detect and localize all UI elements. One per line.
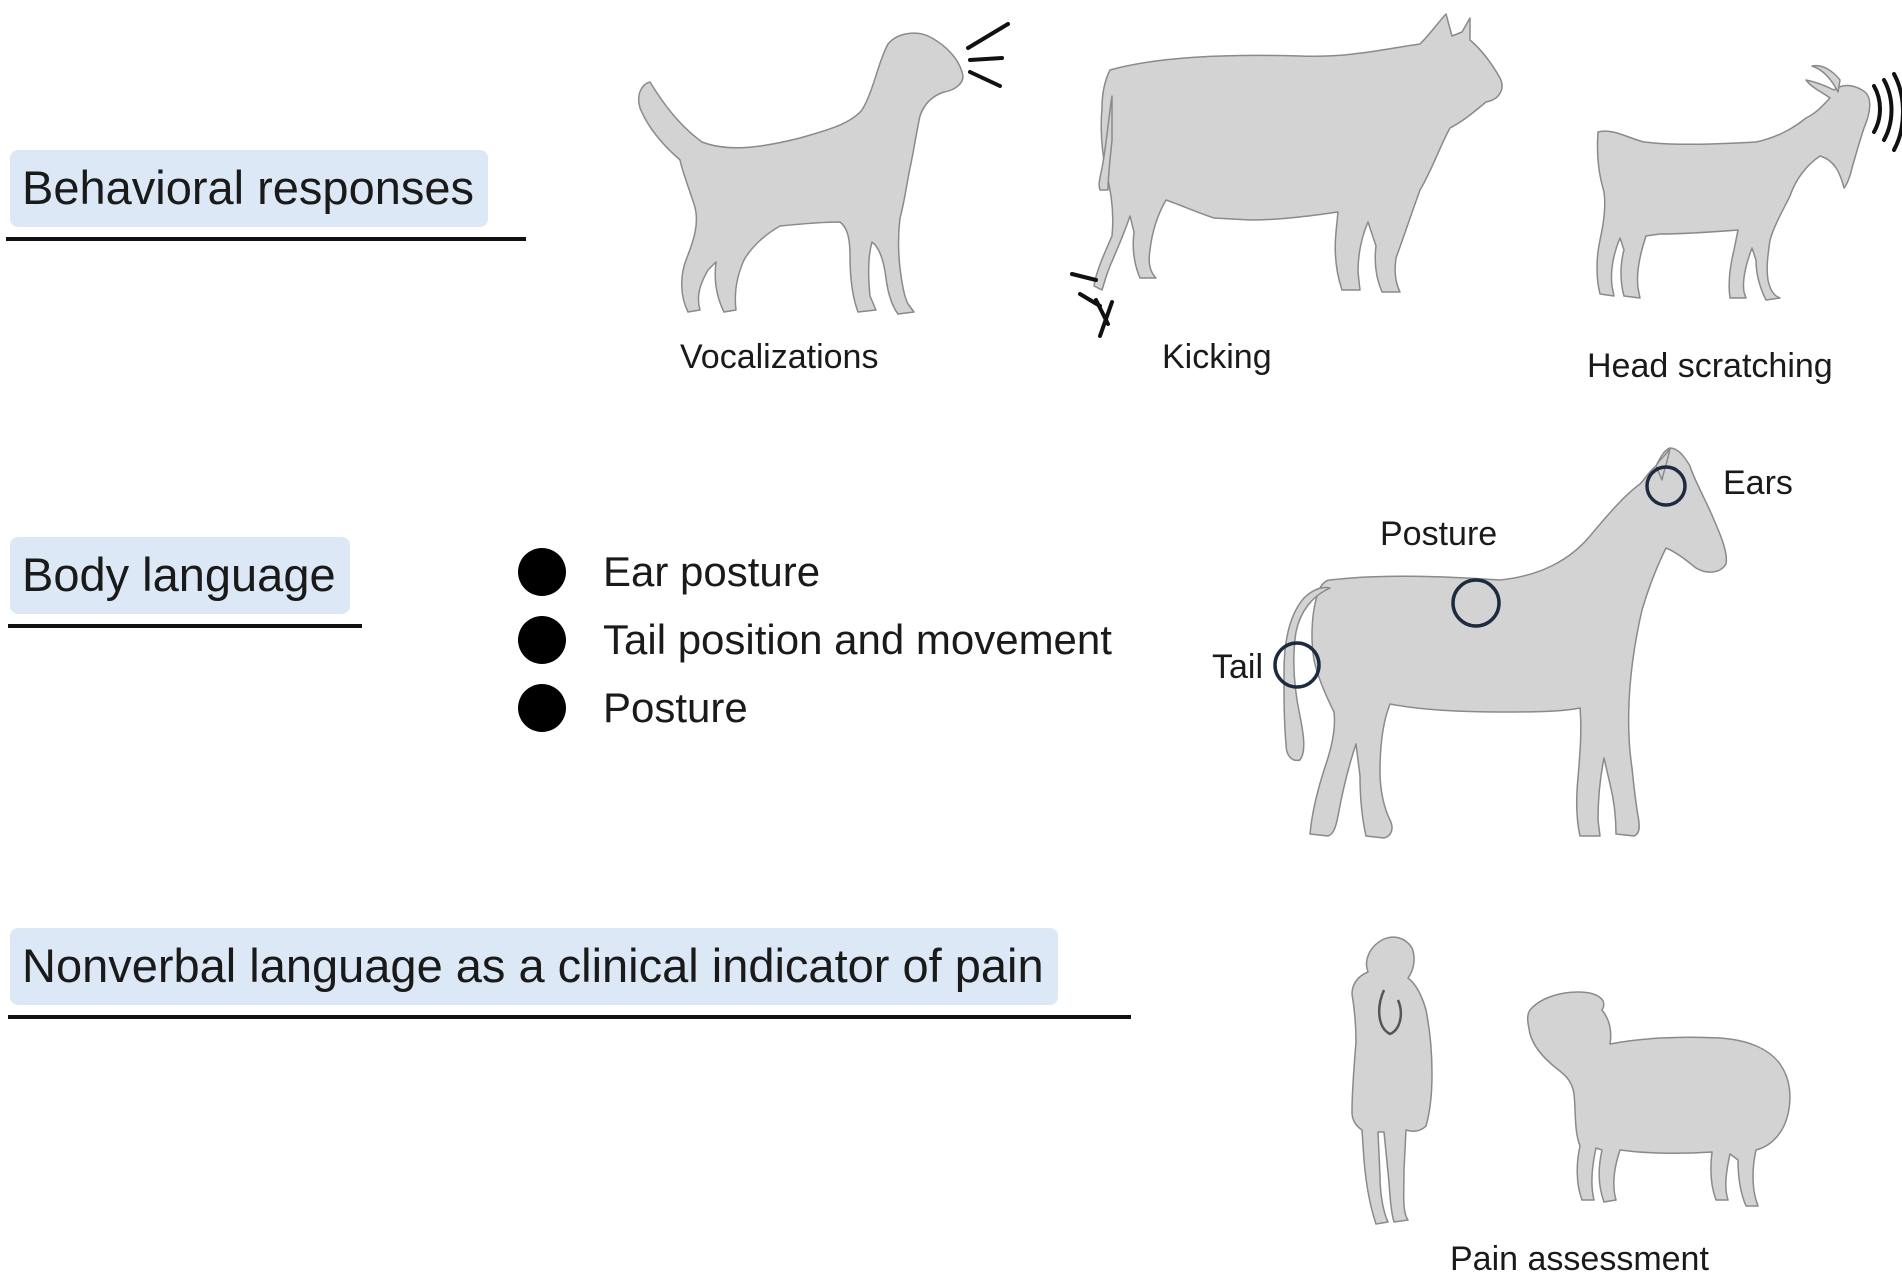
bullet-item: Ear posture: [518, 538, 1112, 606]
label-ears: Ears: [1723, 464, 1793, 502]
heading-body-language: Body language: [10, 537, 350, 614]
bullet-item: Tail position and movement: [518, 606, 1112, 674]
label-head-scratching: Head scratching: [1587, 347, 1833, 385]
posture-marker-circle: [1451, 578, 1501, 628]
tail-marker-circle: [1273, 641, 1321, 689]
rule-behavioral: [6, 237, 526, 241]
bullet-text: Tail position and movement: [603, 616, 1112, 663]
sheep-silhouette: [1526, 991, 1791, 1207]
horse-silhouette: [1273, 447, 1728, 839]
label-pain-assessment: Pain assessment: [1450, 1240, 1709, 1278]
label-kicking: Kicking: [1162, 338, 1272, 376]
heading-behavioral-responses: Behavioral responses: [10, 150, 488, 227]
cow-silhouette: [1070, 13, 1503, 338]
heading-nonverbal-language: Nonverbal language as a clinical indicat…: [10, 928, 1058, 1005]
bullet-text: Posture: [603, 684, 748, 731]
goat-silhouette: [1596, 64, 1902, 301]
ears-marker-circle: [1645, 465, 1687, 507]
rule-nonverbal: [8, 1015, 1131, 1019]
label-tail: Tail: [1212, 648, 1264, 686]
rule-body-language: [8, 624, 362, 628]
bullet-dot: [518, 684, 566, 732]
bullet-dot: [518, 548, 566, 596]
bullet-item: Posture: [518, 674, 1112, 742]
bullet-dot: [518, 616, 566, 664]
veterinarian-silhouette: [1351, 936, 1433, 1225]
label-vocalizations: Vocalizations: [680, 338, 879, 376]
bullet-text: Ear posture: [603, 548, 821, 595]
bullet-list: Ear posture Tail position and movement P…: [518, 538, 1112, 742]
label-posture: Posture: [1380, 515, 1498, 553]
dog-silhouette: [638, 22, 1010, 315]
